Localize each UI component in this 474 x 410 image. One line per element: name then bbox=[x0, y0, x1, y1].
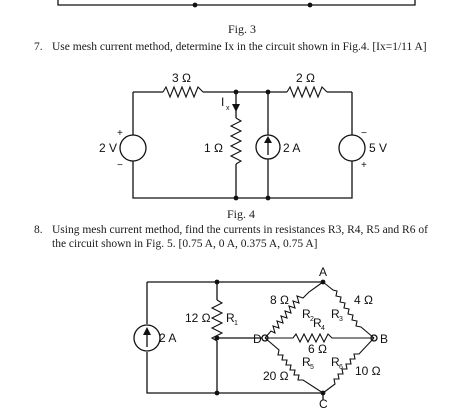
fig4-label-2v: 2 V bbox=[99, 141, 117, 155]
fig5-resistor-r1 bbox=[210, 299, 224, 342]
fig5-node-b-dot bbox=[370, 334, 378, 342]
fig4-label-1ohm: 1 Ω bbox=[204, 141, 223, 155]
fig3-node-right bbox=[307, 2, 313, 8]
fig5-label-r5-sub: 5 bbox=[310, 364, 314, 371]
fig4-right-plus: + bbox=[361, 160, 367, 171]
q7-number: 7. bbox=[34, 41, 43, 53]
fig4-node-tr bbox=[265, 89, 271, 95]
fig4-node-br bbox=[265, 195, 271, 201]
fig3-bottom-wire bbox=[57, 0, 416, 6]
q8-line1: Using mesh current method, find the curr… bbox=[52, 224, 428, 236]
fig4-left-minus: − bbox=[117, 160, 123, 171]
fig5-node-a-label: A bbox=[319, 265, 327, 279]
fig4-label-2a: 2 A bbox=[283, 141, 300, 155]
fig4-caption: Fig. 4 bbox=[227, 207, 256, 221]
fig4-node-bm bbox=[233, 195, 239, 201]
fig5-label-r6-sub: 6 bbox=[339, 364, 343, 371]
fig5-label-r4-sub: 4 bbox=[321, 325, 325, 332]
fig5-label-r4-name: R bbox=[313, 316, 322, 330]
fig4-left-plus: + bbox=[117, 128, 123, 139]
fig5-resistor-r3 bbox=[322, 281, 375, 339]
fig4-ix-arrow-icon bbox=[232, 104, 240, 112]
fig5-node-r1-bottom bbox=[214, 390, 220, 396]
fig4-label-ix-sub: x bbox=[226, 105, 230, 112]
fig5-label-r3-name: R bbox=[331, 307, 340, 321]
fig5-label-r6-name: R bbox=[331, 355, 340, 369]
fig5-node-r1-mid bbox=[214, 335, 220, 341]
fig5-label-r2-val: 8 Ω bbox=[270, 293, 289, 307]
fig5-label-r1-name: R bbox=[226, 311, 235, 325]
fig5-resistor-r6 bbox=[322, 337, 375, 394]
fig4-label-2ohm: 2 Ω bbox=[296, 71, 315, 85]
fig5-current-source-icon bbox=[133, 324, 161, 352]
fig5-node-d-dot bbox=[261, 334, 269, 342]
fig5-label-r4-val: 6 Ω bbox=[308, 342, 327, 356]
fig5-label-r3-val: 4 Ω bbox=[354, 293, 373, 307]
fig5-node-a-dot bbox=[320, 279, 326, 285]
fig4-label-3ohm: 3 Ω bbox=[172, 71, 191, 85]
fig4-resistor-1ohm bbox=[229, 117, 243, 165]
fig5-label-r5-name: R bbox=[302, 355, 311, 369]
q8-line2: the circuit shown in Fig. 5. [0.75 A, 0 … bbox=[52, 238, 318, 250]
fig5-cs-arrow-icon bbox=[143, 327, 151, 335]
fig4-wire-bottom bbox=[132, 161, 353, 199]
fig5-label-r3-sub: 3 bbox=[339, 316, 343, 323]
fig4-label-5v: 5 V bbox=[369, 141, 387, 155]
fig4-right-minus: − bbox=[361, 128, 367, 139]
fig5-label-r5-val: 20 Ω bbox=[263, 369, 289, 383]
fig5-label-r1-sub: 1 bbox=[234, 320, 238, 327]
fig5-label-r2-name: R bbox=[302, 307, 311, 321]
fig3-caption: Fig. 3 bbox=[228, 22, 257, 36]
fig4-voltage-source-right-icon bbox=[338, 134, 366, 162]
fig3-node-left bbox=[192, 2, 198, 8]
fig4-resistor-2ohm bbox=[286, 85, 328, 99]
fig5-node-c-dot bbox=[320, 390, 326, 396]
fig4-cs-arrow-icon bbox=[264, 136, 272, 143]
fig5-node-d-label: D bbox=[253, 332, 262, 346]
fig5-node-r1-top bbox=[214, 279, 220, 285]
fig5-resistor-r2 bbox=[264, 281, 324, 339]
q8-number: 8. bbox=[34, 224, 43, 236]
fig5-label-2a: 2 A bbox=[159, 331, 176, 345]
fig5-node-b-label: B bbox=[380, 332, 388, 346]
fig5-label-r1-val: 12 Ω bbox=[185, 311, 211, 325]
fig5-label-r2-sub: 2 bbox=[310, 316, 314, 323]
q7-text: Use mesh current method, determine Ix in… bbox=[52, 41, 427, 53]
fig4-resistor-3ohm bbox=[162, 85, 204, 99]
fig5-resistor-r4 bbox=[265, 332, 374, 344]
fig5-resistor-r5 bbox=[264, 337, 324, 394]
fig4-node-tm bbox=[233, 89, 239, 95]
fig5-label-r6-val: 10 Ω bbox=[355, 364, 381, 378]
fig5-node-c-label: C bbox=[319, 397, 328, 410]
fig4-label-ix: I bbox=[221, 95, 224, 109]
fig4-voltage-source-left-icon bbox=[119, 134, 147, 162]
fig5-wire-bottom bbox=[146, 352, 323, 394]
